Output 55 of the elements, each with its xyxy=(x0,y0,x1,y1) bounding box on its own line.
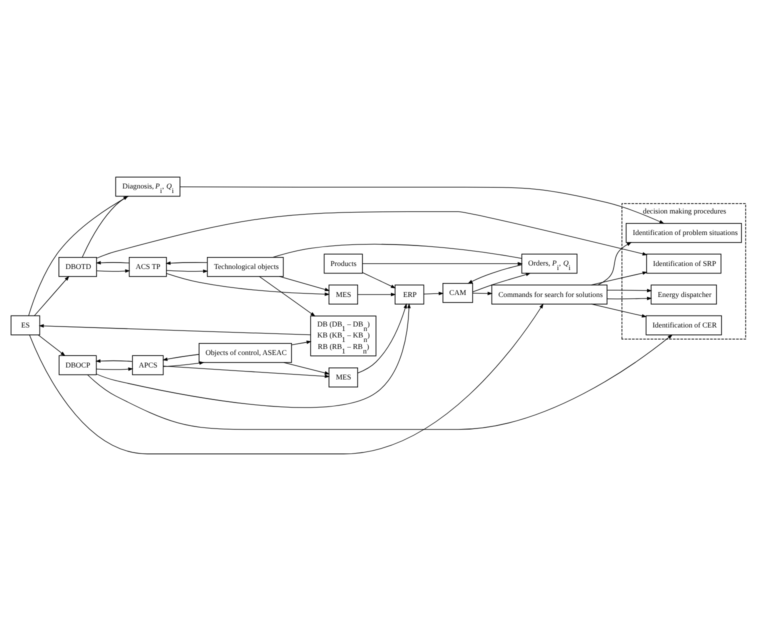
arrow xyxy=(162,366,330,378)
arrow xyxy=(180,186,664,224)
node-box: Identification of CER xyxy=(646,315,722,336)
node-box: ES xyxy=(10,315,40,336)
arrow xyxy=(95,359,133,363)
node-box: ACS TP xyxy=(128,256,167,277)
arrow xyxy=(606,288,652,292)
node-box: MES xyxy=(328,367,358,388)
arrow xyxy=(166,261,208,265)
connector xyxy=(272,244,522,259)
arrow xyxy=(38,334,66,356)
node-box: Energy dispatcher xyxy=(650,284,717,304)
arrow xyxy=(357,303,407,374)
node-box: ERP xyxy=(394,284,424,304)
arrow xyxy=(96,211,648,259)
node-box: APCS xyxy=(132,355,164,376)
arrow xyxy=(358,292,396,296)
arrow xyxy=(468,264,522,284)
arrow xyxy=(162,354,200,361)
node-box: Identification of problem situations xyxy=(626,222,742,243)
arrow xyxy=(362,272,396,288)
arrow xyxy=(96,261,130,264)
arrow xyxy=(598,242,632,286)
arrow xyxy=(362,262,523,266)
arrow xyxy=(96,367,134,371)
node-box: Identification of SRP xyxy=(646,254,722,274)
node-box: MES xyxy=(328,284,358,304)
arrow xyxy=(29,303,544,454)
arrow xyxy=(259,276,316,316)
node-box: DBOCP xyxy=(58,355,97,376)
node-box: Technological objects xyxy=(206,256,284,277)
arrow xyxy=(291,340,312,346)
arrow xyxy=(284,362,330,375)
node-box: DBOTD xyxy=(58,256,97,277)
arrow xyxy=(87,334,673,430)
node-box: Products xyxy=(324,254,363,274)
arrow xyxy=(166,270,208,273)
arrow xyxy=(606,296,652,300)
arrow xyxy=(34,276,70,316)
node-box: Objects of control, ASEAC xyxy=(198,343,292,363)
arrow xyxy=(96,303,411,408)
arrow xyxy=(38,324,311,336)
arrow xyxy=(424,292,444,296)
arrow xyxy=(279,276,330,292)
node-box: CAM xyxy=(442,283,474,303)
arrow xyxy=(166,273,330,296)
arrow xyxy=(163,361,204,367)
arrow xyxy=(82,196,128,258)
arrow xyxy=(472,292,493,296)
arrow xyxy=(96,269,130,273)
arrow xyxy=(472,272,531,292)
arrow xyxy=(591,304,647,318)
connector xyxy=(28,196,129,316)
arrow xyxy=(591,271,648,286)
node-box: Commands for search for solutions xyxy=(491,284,608,304)
